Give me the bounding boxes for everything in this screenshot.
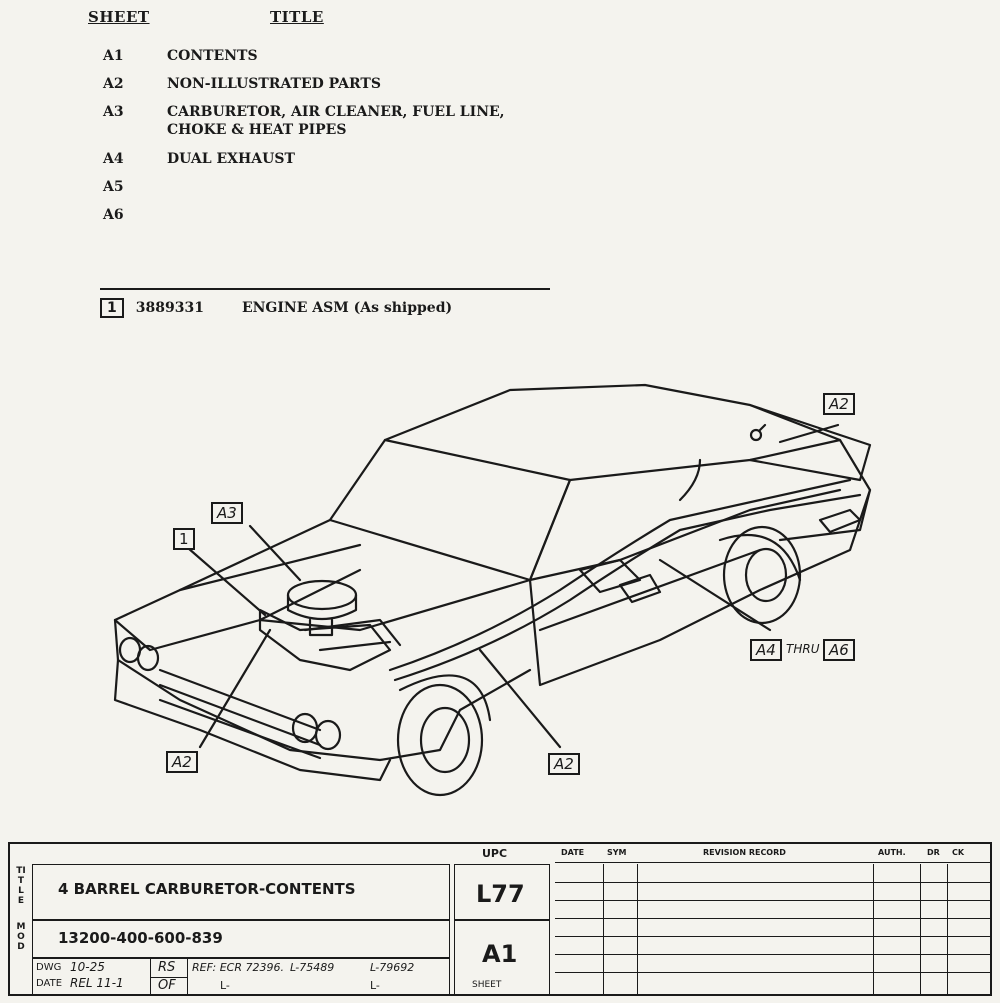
rev-col-divider <box>603 864 604 994</box>
rev-row-line <box>555 918 990 919</box>
rev-row-line <box>555 954 990 955</box>
sheet-code: A1 <box>103 48 124 64</box>
section-divider <box>100 288 550 290</box>
sheet-title: DUAL EXHAUST <box>167 151 295 167</box>
dwg-row <box>32 958 450 996</box>
callout-a6: A6 <box>823 639 855 661</box>
callout-a2-top: A2 <box>823 393 855 415</box>
engine-part-number: 3889331 <box>135 300 204 316</box>
mod-vertical-label: MOD <box>16 922 26 952</box>
mod-number: 13200-400-600-839 <box>58 929 223 947</box>
rev-col-divider <box>637 864 638 994</box>
rev-header-line <box>555 862 990 863</box>
rev-row-line <box>555 882 990 883</box>
title-column-header: TITLE <box>270 8 324 26</box>
sheet-column-header: SHEET <box>88 8 150 26</box>
revision-record-table: DATE SYM REVISION RECORD AUTH. DR CK <box>555 844 990 994</box>
rev-row-line <box>555 972 990 973</box>
sheet-value: A1 <box>482 940 518 968</box>
sheet-label: SHEET <box>472 980 502 990</box>
rs-text: RS <box>158 960 176 975</box>
rev-col-divider <box>920 864 921 994</box>
sheet-code: A4 <box>103 151 124 167</box>
ref-l2: L-79692 <box>370 961 415 974</box>
rev-row-line <box>555 900 990 901</box>
callout-a2-left: A2 <box>166 751 198 773</box>
upc-cell <box>454 864 550 920</box>
sheet-code: A5 <box>103 179 124 195</box>
callout-a4: A4 <box>750 639 782 661</box>
sheet-code: A2 <box>103 76 124 92</box>
sheet-cell <box>454 920 550 996</box>
ref-row2-2: L- <box>370 979 380 992</box>
callout-thru-text: THRU <box>786 642 820 656</box>
drawing-title: 4 BARREL CARBURETOR-CONTENTS <box>58 880 356 898</box>
engine-description: ENGINE ASM (As shipped) <box>241 300 453 316</box>
drawing-title-block: TITLE 4 BARREL CARBURETOR-CONTENTS MOD 1… <box>8 842 992 996</box>
callout-1: 1 <box>173 528 195 550</box>
upc-value: L77 <box>476 880 525 908</box>
upc-label: UPC <box>482 847 508 860</box>
mod-cell <box>32 920 450 958</box>
rev-ck-header: CK <box>952 848 965 857</box>
of-text: OF <box>158 978 176 993</box>
callout-a2-mid: A2 <box>548 753 580 775</box>
ref-l1: L-75489 <box>290 961 335 974</box>
date-value: REL 11-1 <box>70 976 124 990</box>
rev-dr-header: DR <box>927 848 940 857</box>
rev-col-divider <box>873 864 874 994</box>
rev-sym-header: SYM <box>607 848 627 857</box>
sheet-code: A3 <box>103 104 124 120</box>
ref-row2-1: L- <box>220 979 230 992</box>
callout-a3: A3 <box>211 502 243 524</box>
rev-auth-header: AUTH. <box>878 848 906 857</box>
sheet-title: CONTENTS <box>167 48 258 64</box>
dwg-value: 10-25 <box>70 960 105 974</box>
title-cell <box>32 864 450 920</box>
sheet-title: NON-ILLUSTRATED PARTS <box>167 76 381 92</box>
dwg-label: DWG <box>36 962 62 973</box>
of-cell <box>150 977 188 996</box>
engine-assembly-line: 1 3889331 ENGINE ASM (As shipped) <box>100 298 452 318</box>
sheet-title: CARBURETOR, AIR CLEANER, FUEL LINE, CHOK… <box>167 104 505 138</box>
rev-record-header: REVISION RECORD <box>703 848 786 857</box>
rev-date-header: DATE <box>561 848 585 857</box>
title-vertical-label: TITLE <box>16 866 26 906</box>
rev-col-divider <box>947 864 948 994</box>
rev-row-line <box>555 936 990 937</box>
ref-text: REF: ECR 72396. <box>192 961 284 974</box>
car-illustration <box>113 383 872 797</box>
date-label: DATE <box>36 978 63 989</box>
sheet-code: A6 <box>103 207 124 223</box>
engine-callout: 1 <box>100 298 124 318</box>
